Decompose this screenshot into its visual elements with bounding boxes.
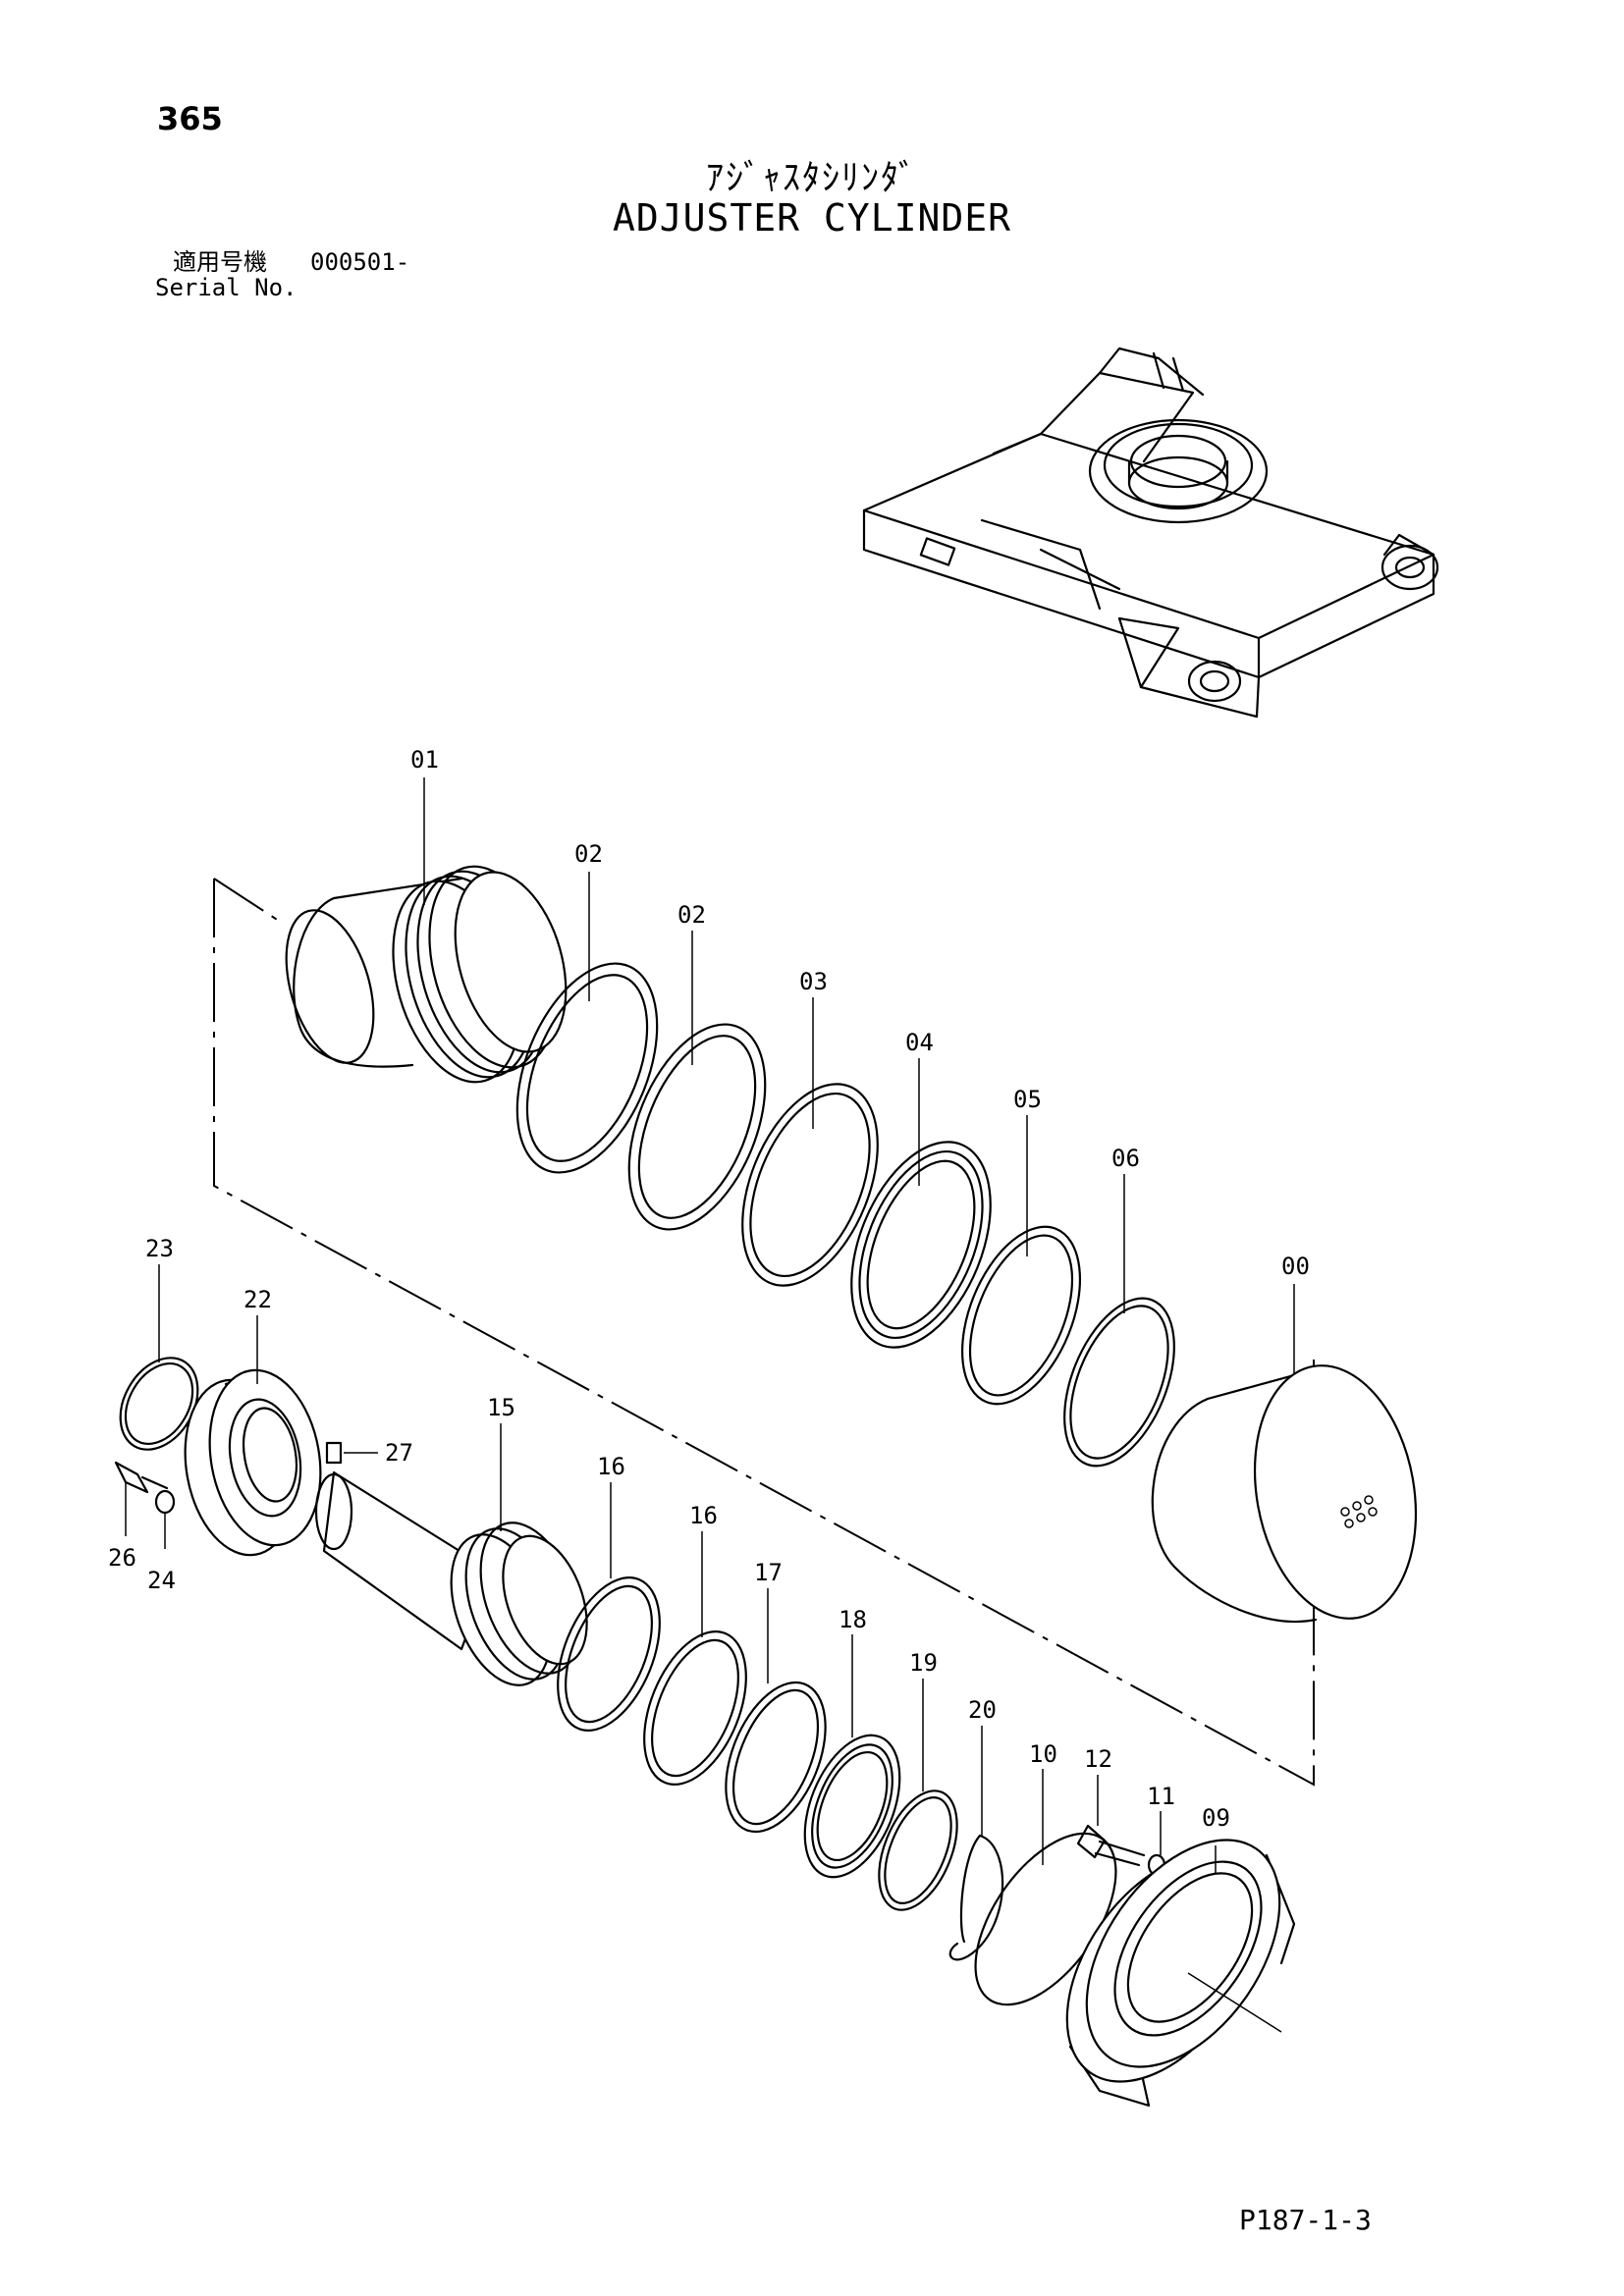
serial-label-jp: 適用号機 — [173, 248, 267, 276]
part-02a-ring — [515, 962, 659, 1174]
part-18-ring — [803, 1734, 901, 1879]
callout-00: 00 — [1281, 1253, 1310, 1280]
title-japanese: ｱｼﾞｬｽﾀｼﾘﾝﾀﾞ — [706, 158, 918, 198]
part-22-flange — [184, 1368, 322, 1557]
callout-05: 05 — [1013, 1086, 1042, 1113]
callout-16a: 16 — [597, 1453, 625, 1480]
callout-26: 26 — [108, 1544, 136, 1572]
callout-02b: 02 — [677, 901, 706, 929]
callout-18: 18 — [839, 1606, 867, 1633]
callout-22: 22 — [244, 1286, 272, 1313]
part-16a-ring — [557, 1576, 661, 1732]
callout-16b: 16 — [689, 1502, 718, 1529]
callout-01: 01 — [410, 746, 439, 774]
part-24-washer — [154, 1489, 176, 1515]
callout-24: 24 — [147, 1567, 176, 1594]
callout-15: 15 — [487, 1394, 515, 1421]
serial-block: 適用号機 000501- Serial No. — [155, 249, 409, 300]
serial-value: 000501- — [310, 248, 410, 276]
part-06-snapring — [1063, 1297, 1175, 1468]
part-19-ring — [878, 1789, 958, 1911]
callout-10: 10 — [1029, 1740, 1057, 1768]
part-09-bracket — [1065, 1839, 1296, 2108]
part-27-plug — [325, 1441, 343, 1465]
callout-02a: 02 — [574, 840, 603, 868]
part-15-drawing — [314, 1470, 588, 1686]
part-00-drawing — [1151, 1364, 1418, 1624]
part-05-ring — [960, 1225, 1082, 1406]
page-number: 365 — [157, 100, 223, 137]
part-03-ring — [741, 1083, 879, 1287]
callout-23: 23 — [145, 1235, 174, 1262]
callout-12: 12 — [1084, 1745, 1112, 1773]
part-16b-ring — [643, 1630, 747, 1786]
part-17-ring — [725, 1681, 827, 1834]
callout-20: 20 — [968, 1696, 997, 1724]
part-02b-ring — [627, 1023, 767, 1231]
title-english: ADJUSTER CYLINDER — [613, 196, 1011, 240]
serial-label-en: Serial No. — [155, 274, 298, 301]
callout-27: 27 — [385, 1439, 413, 1467]
leader-lines — [125, 777, 1295, 2033]
part-04-ring — [850, 1141, 992, 1349]
centerline-lower — [213, 878, 286, 926]
part-26-bolt — [114, 1461, 169, 1494]
footer-code: P187-1-3 — [1239, 2204, 1372, 2236]
part-01-drawing — [285, 865, 568, 1084]
part-12-bolt — [1076, 1824, 1146, 1867]
callout-19: 19 — [909, 1649, 938, 1677]
callout-11: 11 — [1147, 1783, 1175, 1810]
callout-03: 03 — [799, 968, 828, 995]
callout-06: 06 — [1111, 1145, 1140, 1172]
callout-09: 09 — [1202, 1804, 1230, 1832]
callout-04: 04 — [905, 1029, 934, 1056]
part-20-snapring — [948, 1834, 1004, 1961]
callout-17: 17 — [754, 1559, 783, 1586]
track-frame-drawing — [862, 347, 1439, 719]
centerline-upper — [213, 879, 1315, 1787]
